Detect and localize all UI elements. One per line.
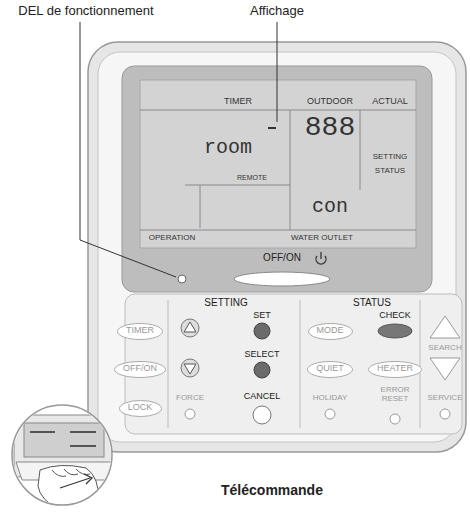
button-label: HEATER: [376, 363, 414, 373]
inset-hand-opening-cover: [14, 415, 114, 510]
button-oval: [115, 361, 166, 377]
oval-button: MODE: [308, 323, 353, 340]
oval-button: QUIET: [307, 361, 353, 378]
panel-dividers: [168, 300, 420, 428]
button-label: OFF/ON: [263, 252, 301, 264]
lcd-digits: 888: [305, 112, 355, 144]
button-oval: [369, 361, 422, 377]
lcd-digits: con: [312, 195, 348, 218]
oval-button: OFF/ON: [114, 361, 166, 378]
callout-label: DEL de fonctionnement: [18, 4, 153, 19]
button-label: FORCE: [176, 393, 204, 402]
button-label: ERROR RESET: [376, 385, 414, 403]
check-button: [378, 324, 412, 338]
operation-led: [178, 275, 186, 283]
button-label: LOCK: [127, 402, 154, 412]
leader-line: [277, 22, 278, 122]
search-up: [430, 316, 460, 338]
button-panel: [125, 294, 462, 434]
lcd-label: ACTUAL: [372, 96, 408, 106]
lcd-label: OUTDOOR: [307, 96, 353, 106]
power-symbol: [316, 252, 326, 264]
group-heading: STATUS: [353, 297, 391, 309]
force-button: [185, 409, 195, 419]
callout-label: Affichage: [250, 4, 304, 19]
holiday-button: [325, 409, 335, 419]
lcd-dividers: [140, 110, 416, 230]
lcd-label: STATUS: [375, 166, 405, 175]
lcd-digits: room: [204, 136, 252, 159]
button-label: HOLIDAY: [313, 393, 348, 402]
lcd-label: WATER OUTLET: [291, 233, 353, 242]
lcd-label: TIMER: [224, 96, 252, 106]
button-label: SEARCH: [428, 343, 461, 352]
up-arrow: [184, 322, 196, 332]
oval-button: LOCK: [119, 400, 162, 417]
figure-caption: Télécommande: [221, 482, 323, 498]
button-label: SERVICE: [428, 393, 463, 402]
button-label: CANCEL: [244, 391, 281, 401]
button-label: TIMER: [125, 325, 155, 335]
lcd-segment: [268, 127, 276, 129]
button-oval: [118, 323, 163, 339]
down-button: [181, 359, 199, 377]
cancel-button: [253, 406, 271, 424]
onoff-button: [234, 272, 330, 286]
button-label: MODE: [316, 325, 345, 335]
button-oval: [308, 323, 352, 339]
button-label: OFF/ON: [122, 363, 158, 373]
lcd-label: SETTING: [373, 152, 408, 161]
button-oval: [308, 361, 353, 377]
button-label: CHECK: [379, 310, 411, 320]
button-label: SELECT: [244, 349, 279, 359]
lcd-label: REMOTE: [237, 174, 267, 182]
set-button: [254, 323, 270, 339]
button-oval: [119, 400, 161, 416]
lcd-label: OPERATION: [149, 233, 196, 242]
oval-button: HEATER: [368, 361, 422, 378]
lcd-screen: [140, 80, 416, 248]
button-label: QUIET: [315, 363, 345, 373]
search-down: [430, 358, 460, 380]
oval-button: TIMER: [117, 323, 163, 340]
service-button: [440, 409, 450, 419]
button-label: SET: [253, 310, 271, 320]
select-button: [254, 362, 270, 378]
group-heading: SETTING: [204, 297, 247, 309]
error-reset-button: [390, 414, 400, 424]
up-button: [181, 319, 199, 337]
down-arrow: [184, 364, 196, 374]
